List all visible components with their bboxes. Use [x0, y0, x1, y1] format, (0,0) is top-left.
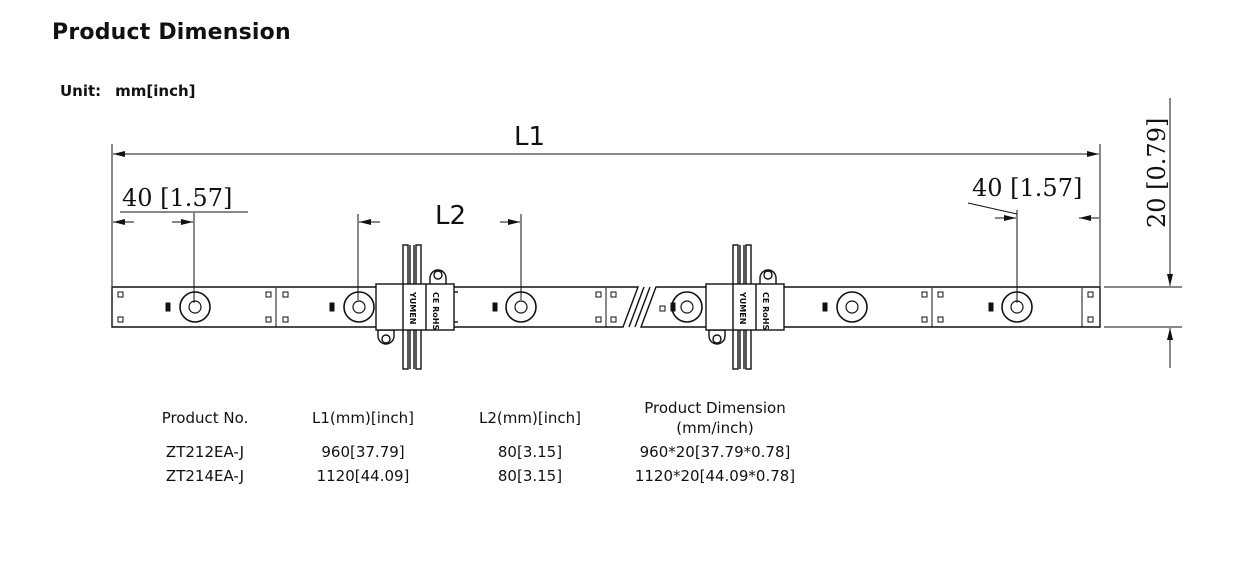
led-1 — [165, 291, 211, 323]
connector-1-print-a: YUMEN — [408, 291, 417, 324]
unit-value: mm[inch] — [115, 82, 196, 100]
cell-l2: 80[3.15] — [497, 443, 563, 461]
unit-line: Unit: mm[inch] — [60, 82, 196, 100]
strip-segment-left — [111, 286, 640, 328]
strip-segment-right — [639, 286, 1101, 328]
cell-l1: 960[37.79] — [321, 443, 405, 461]
led-2 — [329, 291, 375, 323]
table-row: ZT214EA-J 1120[44.09] 80[3.15] 1120*20[4… — [124, 464, 810, 488]
l1-label: L1 — [514, 122, 545, 152]
led-3 — [492, 291, 537, 323]
right-offset-label: 40 [1.57] — [972, 174, 1082, 202]
l2-dimension — [357, 214, 522, 300]
cell-product-dimension: 960*20[37.79*0.78] — [639, 443, 791, 461]
left-offset-label: 40 [1.57] — [122, 184, 232, 212]
col-header-product-dimension-line2: (mm/inch) — [676, 419, 754, 437]
cell-l1: 1120[44.09] — [316, 467, 410, 485]
right-offset-dimension — [967, 202, 1099, 303]
led-5 — [822, 291, 868, 323]
unit-label: Unit: — [60, 82, 102, 100]
col-header-product-dimension-line1: Product Dimension — [644, 399, 786, 417]
col-header-l1: L1(mm)[inch] — [312, 409, 414, 427]
col-header-product-dimension: Product Dimension (mm/inch) — [620, 396, 810, 440]
left-offset-dimension — [113, 211, 248, 303]
col-header-product-no: Product No. — [161, 409, 249, 427]
cell-product-no: ZT214EA-J — [165, 467, 245, 485]
table-row: ZT212EA-J 960[37.79] 80[3.15] 960*20[37.… — [124, 440, 810, 464]
l1-dimension — [111, 144, 1101, 286]
connector-2 — [705, 244, 785, 370]
cell-l2: 80[3.15] — [497, 467, 563, 485]
connector-2-print-b: CE RoHS — [761, 292, 770, 330]
pads — [117, 288, 1094, 327]
spec-table: Product No. L1(mm)[inch] L2(mm)[inch] Pr… — [124, 396, 810, 488]
led-4 — [670, 291, 703, 323]
cell-product-dimension: 1120*20[44.09*0.78] — [634, 467, 796, 485]
led-6 — [988, 291, 1033, 323]
led-strip — [111, 286, 1101, 328]
spec-table-header: Product No. L1(mm)[inch] L2(mm)[inch] Pr… — [124, 396, 810, 440]
height-label: 20 [0.79] — [1143, 118, 1171, 228]
l2-label: L2 — [435, 201, 466, 231]
led-chips — [165, 291, 1033, 323]
col-header-l2: L2(mm)[inch] — [479, 409, 581, 427]
connector-1 — [375, 244, 458, 370]
connector-1-print-b: CE RoHS — [431, 292, 440, 330]
page-title: Product Dimension — [52, 20, 291, 45]
height-dimension — [1104, 98, 1182, 368]
connector-2-print-a: YUMEN — [738, 291, 747, 324]
cell-product-no: ZT212EA-J — [165, 443, 245, 461]
